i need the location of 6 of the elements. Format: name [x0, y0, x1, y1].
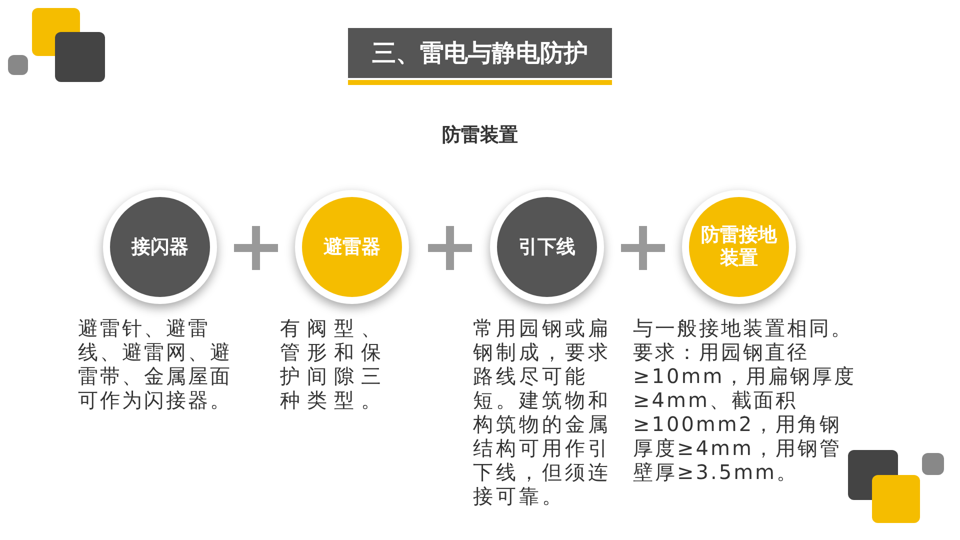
- description: 有阀型、管形和保护间隙三种类型。: [280, 316, 389, 412]
- title-banner: 三、雷电与静电防护: [348, 28, 612, 78]
- description: 避雷针、避雷线、避雷网、避雷带、金属屋面可作为闪接器。: [78, 316, 233, 412]
- description: 与一般接地装置相同。要求：用园钢直径≥10mm，用扁钢厚度≥4mm、截面积≥100mm2，用角钢厚度≥4mm，用钢管壁厚≥3.5mm。: [633, 316, 858, 484]
- subtitle: 防雷装置: [441, 123, 519, 148]
- description: 常用园钢或扁钢制成，要求路线尽可能短。建筑物和构筑物的金属结构可用作引下线，但须连接可靠。: [473, 316, 612, 508]
